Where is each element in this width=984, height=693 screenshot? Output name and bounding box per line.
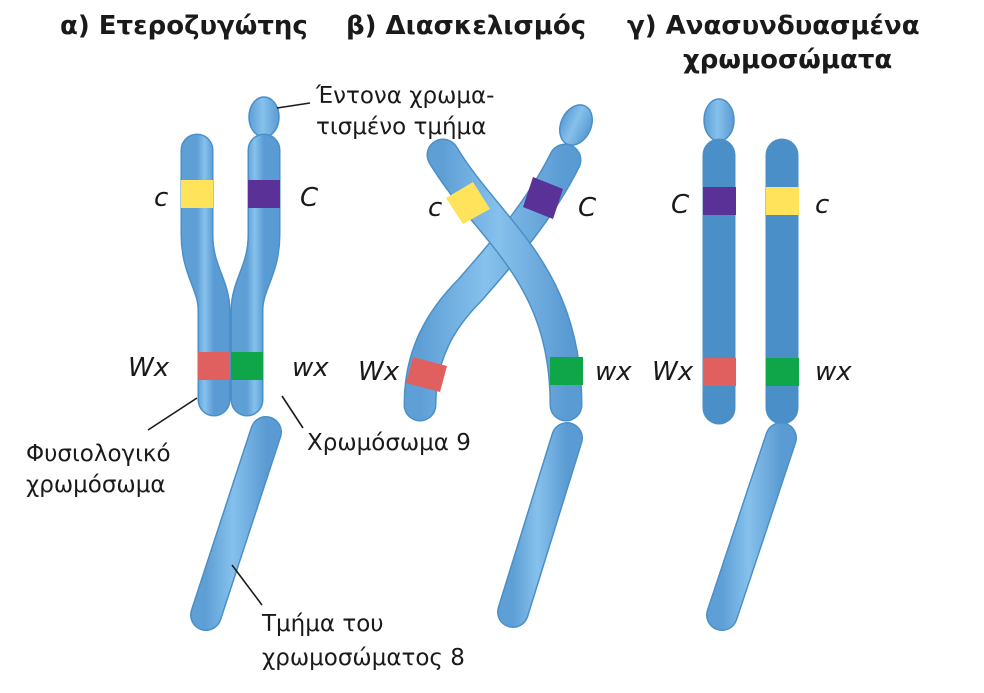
title-recombinant-line2: χρωμοσώματα [683,45,892,75]
band-wx-green-c [766,358,799,386]
annotation-normal-line2: χρωμόσωμα [26,472,165,498]
annotation-seg8-line1: Τμήμα του [261,611,384,637]
gene-label-Wx-c: Wx [652,357,694,387]
gene-label-Wx-b: Wx [358,357,400,387]
gene-label-C-a: C [300,183,319,213]
gene-label-c-b: c [428,193,442,223]
annotation-chromosome-9: Χρωμόσωμα 9 [307,430,471,456]
title-recombinant: γ) Ανασυνδυασμένα [627,11,920,41]
knob-chromosome-a [249,97,279,137]
gene-label-C-b: C [578,193,597,223]
title-heterozygote: α) Ετεροζυγώτης [60,11,308,41]
annotation-knob-line1: Έντονα χρωμα- [315,83,495,109]
leader-chromosome-9 [282,396,303,428]
gene-label-Wx-a: Wx [128,353,170,383]
leader-chromosome-8 [232,565,262,605]
gene-label-c-a: c [154,183,168,213]
band-c-yellow-a [181,180,213,208]
band-wx-green-b [550,357,583,385]
panel-c: C c Wx wx [652,99,852,615]
leader-normal-chromosome [148,398,197,430]
knob-chromosome-c [704,99,734,141]
annotation-knob-line2: τισμένο τμήμα [316,114,486,140]
annotation-normal-line1: Φυσιολογικό [26,441,171,467]
panel-b: c C Wx wx [358,100,632,612]
gene-label-wx-c: wx [815,357,852,387]
band-C-purple-c [703,187,736,215]
panel-a: c C Wx wx [128,97,329,615]
knob-chromosome-b [554,100,599,151]
band-c-yellow-c [766,187,799,215]
gene-label-C-c: C [671,190,690,220]
gene-label-c-c: c [815,190,829,220]
leader-knob [277,103,310,108]
title-crossing-over: β) Διασκελισμός [346,11,586,41]
band-Wx-red-c [703,358,736,386]
annotation-seg8-line2: χρωμοσώματος 8 [262,645,465,671]
band-C-purple-a [248,180,280,208]
gene-label-wx-b: wx [595,357,632,387]
band-wx-green-a [231,352,263,380]
gene-label-wx-a: wx [292,353,329,383]
band-Wx-red-a [198,352,230,380]
